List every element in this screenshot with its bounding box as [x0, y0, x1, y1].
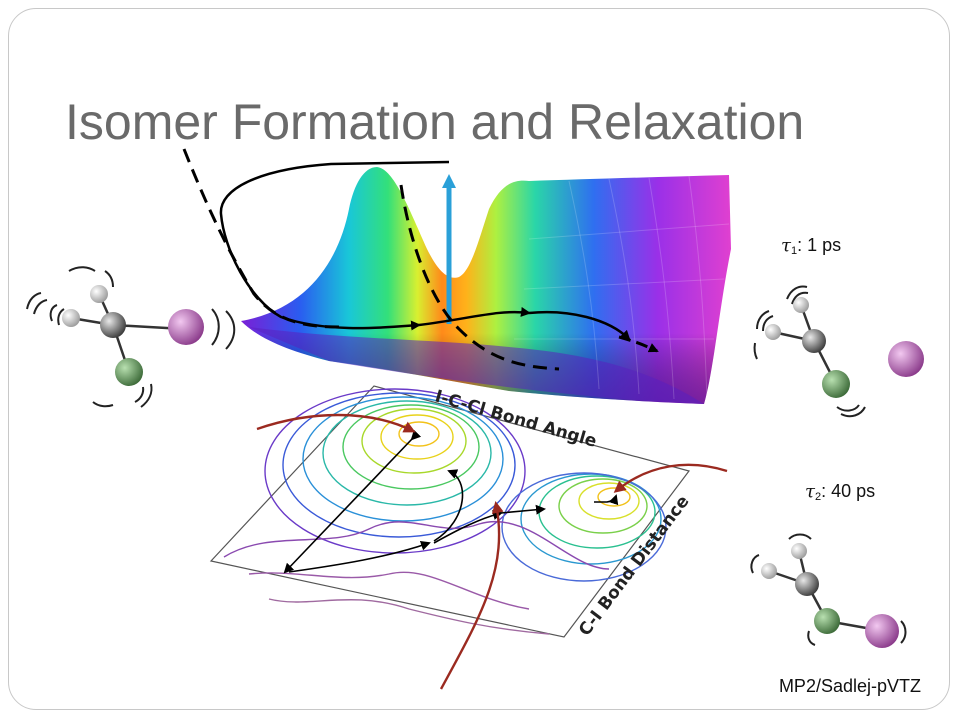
hydrogen-atom	[791, 543, 807, 559]
potential-energy-surface	[241, 167, 731, 404]
contour-map: I-C-Cl Bond Angle C-I Bond Distance	[209, 385, 728, 690]
molecule-left	[26, 266, 236, 408]
carbon-atom	[802, 329, 826, 353]
red-trajectory-bottom	[439, 501, 504, 690]
contour-arrow-saddle-out	[500, 504, 546, 515]
hydrogen-atom	[90, 285, 108, 303]
contour-arrow-to-saddle	[433, 510, 503, 544]
chlorine-atom	[822, 370, 850, 398]
tau2-label: τ2: 40 ps	[805, 481, 875, 503]
tau-symbol: τ	[805, 481, 815, 502]
trajectory-loop	[219, 160, 450, 331]
red-trajectory-right	[613, 463, 728, 493]
chlorine-atom	[814, 608, 840, 634]
tau-subscript: 2	[814, 491, 822, 503]
molecule-right-top	[753, 285, 924, 418]
hydrogen-atom	[765, 324, 781, 340]
slide: Isomer Formation and Relaxation	[8, 8, 950, 710]
dashed-path-return	[399, 184, 560, 371]
red-trajectory-top	[256, 413, 416, 433]
hydrogen-atom	[62, 309, 80, 327]
hydrogen-atom	[793, 297, 809, 313]
method-label: MP2/Sadlej-pVTZ	[778, 676, 921, 696]
chlorine-atom	[115, 358, 143, 386]
trajectory-segment-1	[418, 306, 531, 327]
iodine-atom	[168, 309, 204, 345]
molecule-right-bottom	[750, 533, 907, 648]
trajectory-segment-3	[618, 335, 659, 353]
contour-arrow-diagonal	[283, 429, 422, 574]
contour-arrow-to-well	[594, 494, 619, 506]
contour-arrow-curve	[433, 469, 464, 542]
slide-title: Isomer Formation and Relaxation	[65, 94, 805, 150]
tau-subscript: 1	[790, 245, 798, 257]
iodine-atom	[888, 341, 924, 377]
hydrogen-atom	[761, 563, 777, 579]
carbon-atom	[795, 572, 819, 596]
contour-arrow-bottom	[288, 540, 431, 573]
diagram-canvas: I-C-Cl Bond Angle C-I Bond Distance	[26, 148, 924, 690]
tau1-label: τ1: 1 ps	[781, 235, 841, 257]
trajectory-segment-2	[528, 310, 631, 341]
iodine-atom	[865, 614, 899, 648]
tau1-value: : 1 ps	[797, 235, 842, 255]
tau2-value: : 40 ps	[821, 481, 876, 501]
carbon-atom	[100, 312, 126, 338]
tau-symbol: τ	[781, 235, 791, 256]
